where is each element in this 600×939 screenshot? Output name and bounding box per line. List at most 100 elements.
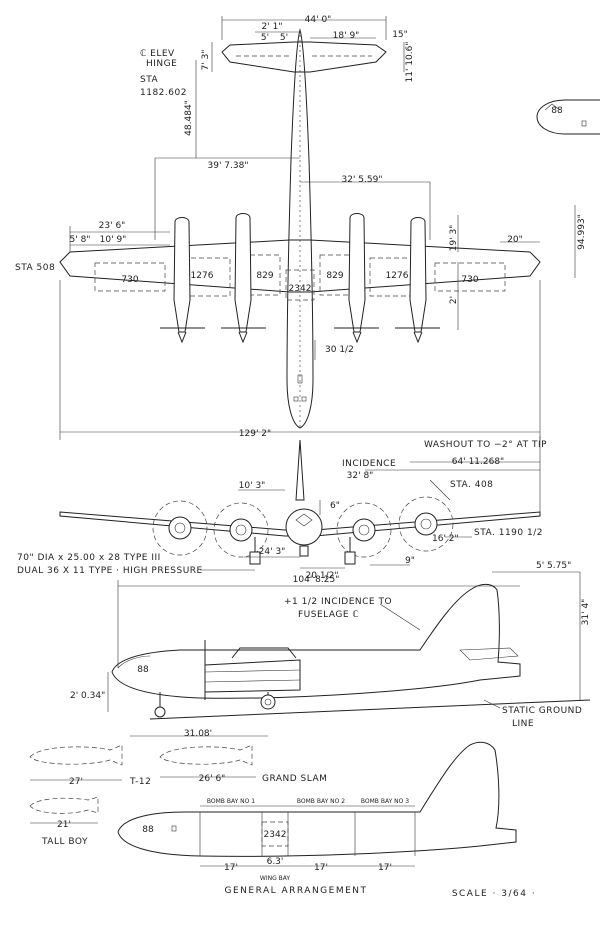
dim-20: 20" <box>507 235 523 245</box>
dim-5-5-75: 5' 5.75" <box>536 561 571 571</box>
dim-31-4: 31' 4" <box>581 599 591 626</box>
dim-32-5-59: 32' 5.59" <box>342 175 383 185</box>
incidence-dim: 32' 8" <box>347 471 374 481</box>
dim-104-8-25: 104' 8.25" <box>293 575 340 585</box>
incidence-note-line1: +1 1/2 INCIDENCE TO <box>284 597 392 607</box>
bomb-grand-slam-outline <box>159 744 253 766</box>
fuel-tank-730-left <box>94 262 166 292</box>
dim-16-2: 16' 2" <box>432 534 459 544</box>
tank-829-right-label: 829 <box>326 271 343 281</box>
tank-1276-left-label: 1276 <box>191 271 214 281</box>
tank-2342-label: 2342 <box>289 284 312 294</box>
fuselage-bomb-bay <box>117 741 517 857</box>
sta-1190-label: STA. 1190 1/2 <box>474 528 543 538</box>
propeller-discs <box>152 496 454 558</box>
elev-hinge-label-2: HINGE <box>146 59 177 69</box>
washout-dim: 64' 11.268" <box>452 457 504 467</box>
wingspan-label: 129' 2" <box>239 429 271 439</box>
dim-31-08: 31.08' <box>184 729 212 739</box>
tail-dim-15: 15" <box>392 30 408 40</box>
fuselage-plan <box>286 28 314 429</box>
drawing-scale: SCALE · 3/64 · <box>452 889 536 899</box>
bomb-bay-dim-6-3: 6.3' <box>267 857 284 867</box>
dim-94-993: 94.993" <box>577 214 587 250</box>
gear-spec-line2: DUAL 36 X 11 TYPE · HIGH PRESSURE <box>17 566 203 576</box>
bomb-profiles: 27' T-12 26' 6" GRAND SLAM 21' TALL BOY <box>29 744 327 847</box>
drawing-title: GENERAL ARRANGEMENT <box>224 886 367 896</box>
dim-23-6: 23' 6" <box>99 221 126 231</box>
main-wing-plan <box>59 239 541 293</box>
side-dimension-lines <box>107 571 581 737</box>
tail-dim-11-10-6: 11' 10.6" <box>405 42 415 83</box>
side-nose-marking: 88 <box>137 665 149 675</box>
tail-dim-2-1: 2' 1" <box>262 22 283 32</box>
t12-name: T-12 <box>129 777 151 787</box>
fuel-tank-2342 <box>285 269 315 301</box>
dim-48-484: 48.484" <box>184 100 194 136</box>
dim-2-0-34: 2' 0.34" <box>70 691 105 701</box>
landing-gear-front <box>249 537 356 565</box>
engine-nacelles-front <box>168 512 438 542</box>
dim-2: 2' <box>449 296 459 304</box>
fuel-tank-1276-left <box>174 257 231 297</box>
t12-length: 27' <box>69 777 83 787</box>
tail-dim-5a: 5' <box>261 33 269 43</box>
sta-tail-label: STA <box>140 75 159 85</box>
incidence-label: INCIDENCE <box>342 459 396 469</box>
tank-829-left-label: 829 <box>256 271 273 281</box>
washout-label: WASHOUT TO −2° AT TIP <box>424 440 547 450</box>
bomb-t12-outline <box>29 744 123 766</box>
static-ground-label-2: LINE <box>512 719 534 729</box>
horizontal-tail <box>221 41 387 73</box>
sta-408-label: STA. 408 <box>450 480 493 490</box>
incidence-note-line2: FUSELAGE ℂ <box>298 610 359 620</box>
gear-spec-line1: 70" DIA x 25.00 x 28 TYPE III <box>17 553 161 563</box>
fuel-tank-730-right <box>434 262 506 292</box>
sta-508-label: STA 508 <box>15 263 55 273</box>
sta-tail-value: 1182.602 <box>140 88 187 98</box>
static-ground-line <box>149 699 591 720</box>
tail-dim-5b: 5' <box>280 33 288 43</box>
tank-1276-right-label: 1276 <box>386 271 409 281</box>
dim-20-half: 20 1/2" <box>306 571 339 581</box>
bomb-bay-center-tank <box>261 821 289 847</box>
plan-view: 44' 0" 2' 1" 5' 5' 18' 9" 15" 7' 3" 11' … <box>15 15 587 440</box>
side-view: 88 104' 8.25" 5' 5.75" +1 1/2 IN <box>70 561 591 739</box>
dim-9: 9" <box>405 556 415 566</box>
static-ground-label: STATIC GROUND <box>502 706 582 716</box>
bomb-bay-view: 88 2342 BOMB BAY NO 1 BOMB BAY NO 2 BOMB… <box>117 741 517 882</box>
fuselage-front <box>285 508 323 546</box>
bomb-bay-3-label: BOMB BAY NO 3 <box>361 798 409 805</box>
tail-dim-7-3: 7' 3" <box>201 50 211 71</box>
tall-boy-name: TALL BOY <box>41 837 88 847</box>
fuselage-side <box>111 583 521 699</box>
plan-dimension-lines <box>59 16 576 440</box>
bomb-bay-center-tank-label: 2342 <box>264 830 287 840</box>
front-view: INCIDENCE 32' 8" WASHOUT TO −2° AT TIP 6… <box>17 436 547 581</box>
dim-10-3: 10' 3" <box>239 481 266 491</box>
bomb-bay-nose-marking: 88 <box>142 825 154 835</box>
tail-dim-18-9: 18' 9" <box>333 31 360 41</box>
vertical-tail-front <box>295 439 305 501</box>
dim-10-9: 10' 9" <box>100 235 127 245</box>
tail-span-label: 44' 0" <box>305 15 332 25</box>
front-dimension-lines <box>200 436 541 571</box>
dim-19-3: 19' 3" <box>449 225 459 252</box>
tank-730-right-label: 730 <box>461 275 478 285</box>
elev-hinge-label: ℂ ELEV <box>140 49 175 59</box>
dim-5-8: 5' 8" <box>70 235 91 245</box>
bomb-bay-dim-17-a: 17' <box>224 863 238 873</box>
dim-24-3: 24' 3" <box>259 547 286 557</box>
bomb-bay-dim-17-c: 17' <box>378 863 392 873</box>
dim-39-7-38: 39' 7.38" <box>208 161 249 171</box>
inset-nose-detail: 88 <box>536 99 600 135</box>
bomb-bay-1-label: BOMB BAY NO 1 <box>207 798 255 805</box>
tank-730-left-label: 730 <box>121 275 138 285</box>
bomb-bay-2-label: BOMB BAY NO 2 <box>297 798 345 805</box>
tall-boy-length: 21' <box>57 820 71 830</box>
grand-slam-length: 26' 6" <box>199 774 226 784</box>
wing-bay-label: WING BAY <box>260 875 291 882</box>
dim-30-half: 30 1/2 <box>325 345 354 355</box>
engine-nacelles-plan <box>160 213 440 344</box>
